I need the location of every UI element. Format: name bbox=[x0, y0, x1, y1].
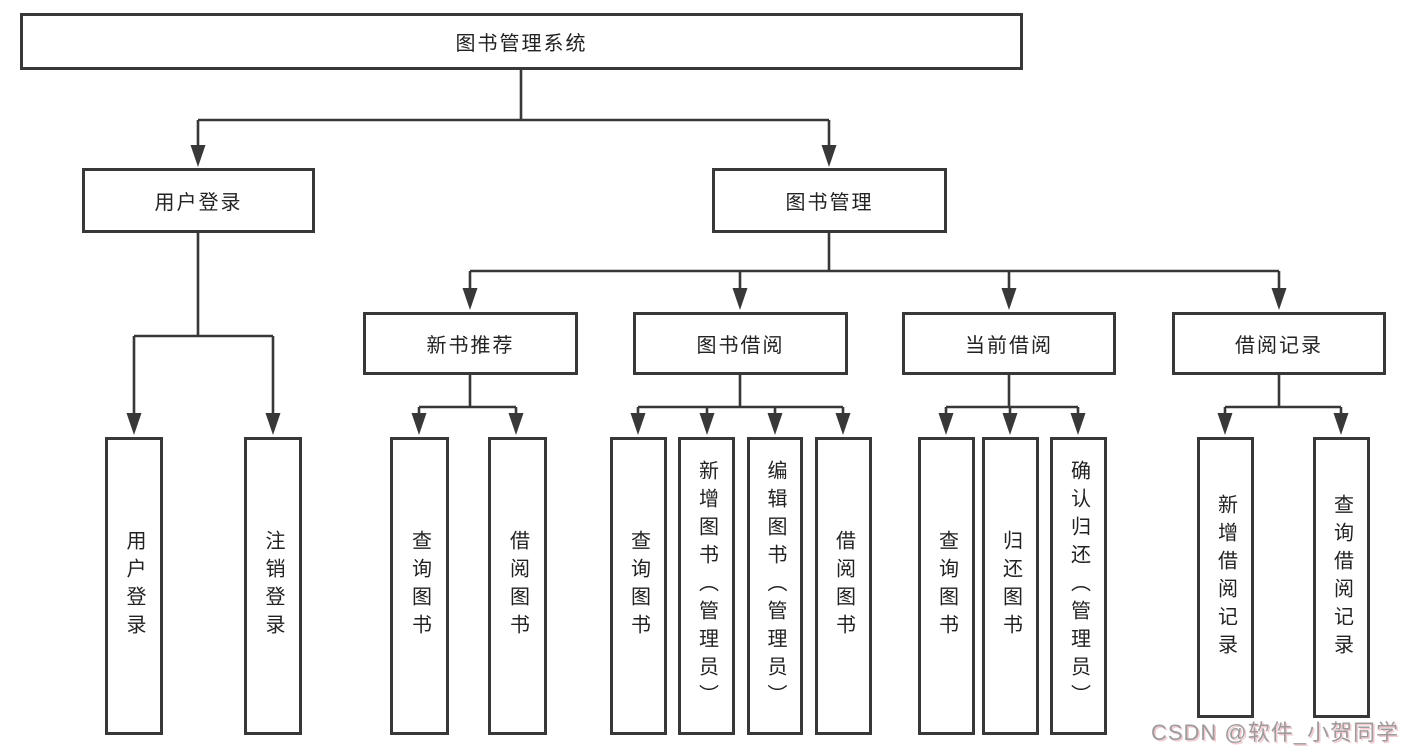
node-new-book-recommend: 新书推荐 bbox=[363, 312, 578, 375]
arrowhead-icon bbox=[1002, 413, 1018, 435]
node-user-login-label: 用户登录 bbox=[154, 192, 243, 214]
arrowhead-icon bbox=[411, 413, 427, 435]
leaf-borrow-query: 查询图书 bbox=[610, 437, 667, 735]
leaf-current-return-label: 归还图书 bbox=[999, 530, 1022, 642]
leaf-current-query-label: 查询图书 bbox=[935, 530, 958, 642]
arrowhead-icon bbox=[462, 288, 478, 310]
leaf-records-add: 新增借阅记录 bbox=[1197, 437, 1254, 718]
arrowhead-icon bbox=[821, 145, 837, 167]
arrowhead-icon bbox=[1217, 413, 1233, 435]
leaf-current-confirm: 确认归还（管理员） bbox=[1050, 437, 1107, 735]
leaf-borrow-query-label: 查询图书 bbox=[627, 530, 650, 642]
node-borrow-records: 借阅记录 bbox=[1172, 312, 1386, 375]
node-new-book-recommend-label: 新书推荐 bbox=[426, 335, 515, 357]
node-borrow-records-label: 借阅记录 bbox=[1235, 335, 1323, 357]
leaf-login-label: 用户登录 bbox=[123, 530, 145, 642]
leaf-current-confirm-label: 确认归还（管理员） bbox=[1067, 460, 1090, 712]
arrowhead-icon bbox=[767, 413, 783, 435]
leaf-current-return: 归还图书 bbox=[982, 437, 1039, 735]
leaf-newbook-borrow: 借阅图书 bbox=[488, 437, 547, 735]
node-current-borrowing: 当前借阅 bbox=[902, 312, 1116, 375]
arrowhead-icon bbox=[630, 413, 646, 435]
leaf-borrow-add: 新增图书（管理员） bbox=[678, 437, 735, 735]
leaf-current-query: 查询图书 bbox=[918, 437, 975, 735]
node-book-borrowing: 图书借阅 bbox=[633, 312, 848, 375]
arrowhead-icon bbox=[699, 413, 715, 435]
arrowhead-icon bbox=[835, 413, 851, 435]
arrowhead-icon bbox=[190, 145, 206, 167]
leaf-borrow-edit: 编辑图书（管理员） bbox=[747, 437, 803, 735]
leaf-borrow-add-label: 新增图书（管理员） bbox=[695, 460, 718, 712]
leaf-records-query-label: 查询借阅记录 bbox=[1330, 493, 1353, 662]
leaf-records-query: 查询借阅记录 bbox=[1313, 437, 1370, 718]
leaf-borrow-borrow-label: 借阅图书 bbox=[832, 530, 855, 642]
leaf-login: 用户登录 bbox=[105, 437, 163, 735]
node-book-borrowing-label: 图书借阅 bbox=[696, 335, 785, 357]
node-book-management-label: 图书管理 bbox=[785, 192, 874, 214]
arrowhead-icon bbox=[938, 413, 954, 435]
leaf-newbook-borrow-label: 借阅图书 bbox=[506, 530, 529, 642]
leaf-newbook-query: 查询图书 bbox=[390, 437, 449, 735]
watermark: CSDN @软件_小贺同学 bbox=[1150, 720, 1399, 745]
node-root-label: 图书管理系统 bbox=[455, 33, 588, 55]
arrowhead-icon bbox=[265, 413, 281, 435]
arrowhead-icon bbox=[1271, 288, 1287, 310]
arrowhead-icon bbox=[732, 288, 748, 310]
arrowhead-icon bbox=[126, 413, 142, 435]
leaf-borrow-edit-label: 编辑图书（管理员） bbox=[764, 460, 786, 712]
connector-path bbox=[132, 70, 1343, 414]
leaf-logout-label: 注销登录 bbox=[262, 530, 284, 642]
leaf-newbook-query-label: 查询图书 bbox=[408, 530, 431, 642]
arrowhead-icon bbox=[1070, 413, 1086, 435]
arrowhead-icon bbox=[508, 413, 524, 435]
node-book-management: 图书管理 bbox=[712, 168, 947, 233]
node-user-login: 用户登录 bbox=[82, 168, 315, 233]
leaf-records-add-label: 新增借阅记录 bbox=[1214, 493, 1237, 662]
node-current-borrowing-label: 当前借阅 bbox=[965, 335, 1053, 357]
leaf-borrow-borrow: 借阅图书 bbox=[815, 437, 872, 735]
leaf-logout: 注销登录 bbox=[244, 437, 302, 735]
arrowhead-icon bbox=[1001, 288, 1017, 310]
arrowhead-icon bbox=[1333, 413, 1349, 435]
node-root: 图书管理系统 bbox=[20, 13, 1023, 70]
